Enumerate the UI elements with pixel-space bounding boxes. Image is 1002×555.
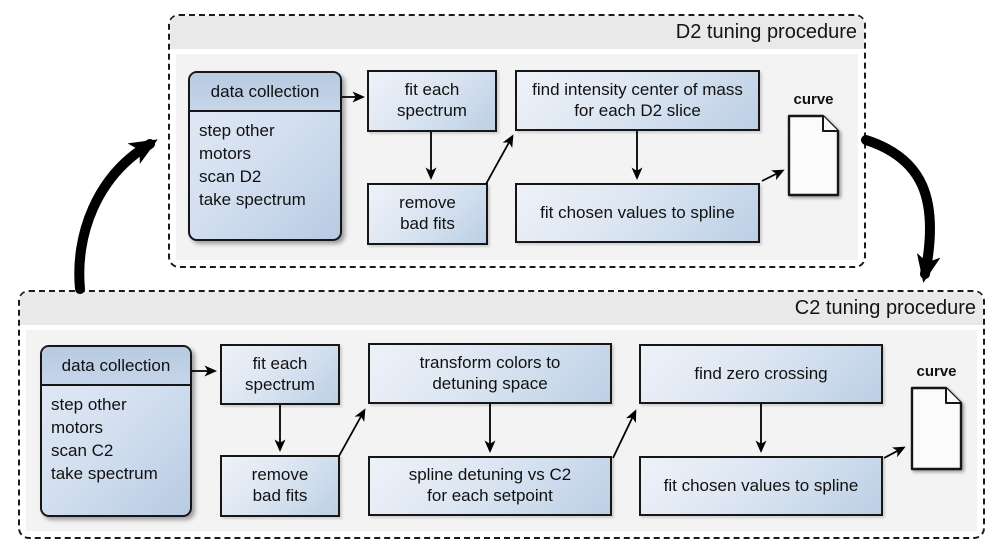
c2-step-find-zero-crossing: find zero crossing — [639, 344, 883, 404]
d2-panel-title-strip — [170, 16, 864, 49]
d2-data-collection-header: data collection — [190, 73, 340, 112]
c2-data-collection-header: data collection — [42, 347, 190, 386]
c2-step-remove-bad-fits: remove bad fits — [220, 455, 340, 517]
d2-to-c2-loop-arrow — [861, 135, 941, 283]
d2-dc-line-1: step other motors — [199, 121, 275, 163]
d2-step-fit-chosen-values: fit chosen values to spline — [515, 183, 760, 243]
c2-dc-line-2: scan C2 — [51, 441, 114, 460]
c2-to-d2-loop-arrow — [74, 139, 158, 294]
c2-step-fit-chosen-values: fit chosen values to spline — [639, 456, 883, 516]
d2-curve-document-icon — [787, 114, 840, 197]
c2-data-collection-steps: step other motors scan C2 take spectrum — [42, 386, 190, 492]
d2-curve-label: curve — [793, 91, 834, 108]
c2-step-fit-each-spectrum: fit each spectrum — [220, 344, 340, 405]
d2-panel-title: D2 tuning procedure — [675, 21, 857, 43]
c2-curve-document-icon — [910, 386, 963, 471]
c2-step-transform-colors: transform colors to detuning space — [368, 343, 612, 404]
c2-dc-line-3: take spectrum — [51, 464, 158, 483]
d2-dc-line-3: take spectrum — [199, 190, 306, 209]
d2-step-fit-each-spectrum: fit each spectrum — [367, 70, 497, 132]
c2-data-collection-box: data collection step other motors scan C… — [40, 345, 192, 517]
c2-step-spline-detuning: spline detuning vs C2 for each setpoint — [368, 456, 612, 516]
c2-panel-title: C2 tuning procedure — [794, 297, 976, 319]
d2-data-collection-box: data collection step other motors scan D… — [188, 71, 342, 241]
c2-curve-label: curve — [916, 363, 957, 380]
c2-dc-line-1: step other motors — [51, 395, 127, 437]
d2-step-find-center-of-mass: find intensity center of mass for each D… — [515, 70, 760, 131]
d2-step-remove-bad-fits: remove bad fits — [367, 183, 488, 245]
c2-panel-title-strip — [20, 292, 983, 325]
d2-data-collection-steps: step other motors scan D2 take spectrum — [190, 112, 340, 218]
d2-dc-line-2: scan D2 — [199, 167, 262, 186]
